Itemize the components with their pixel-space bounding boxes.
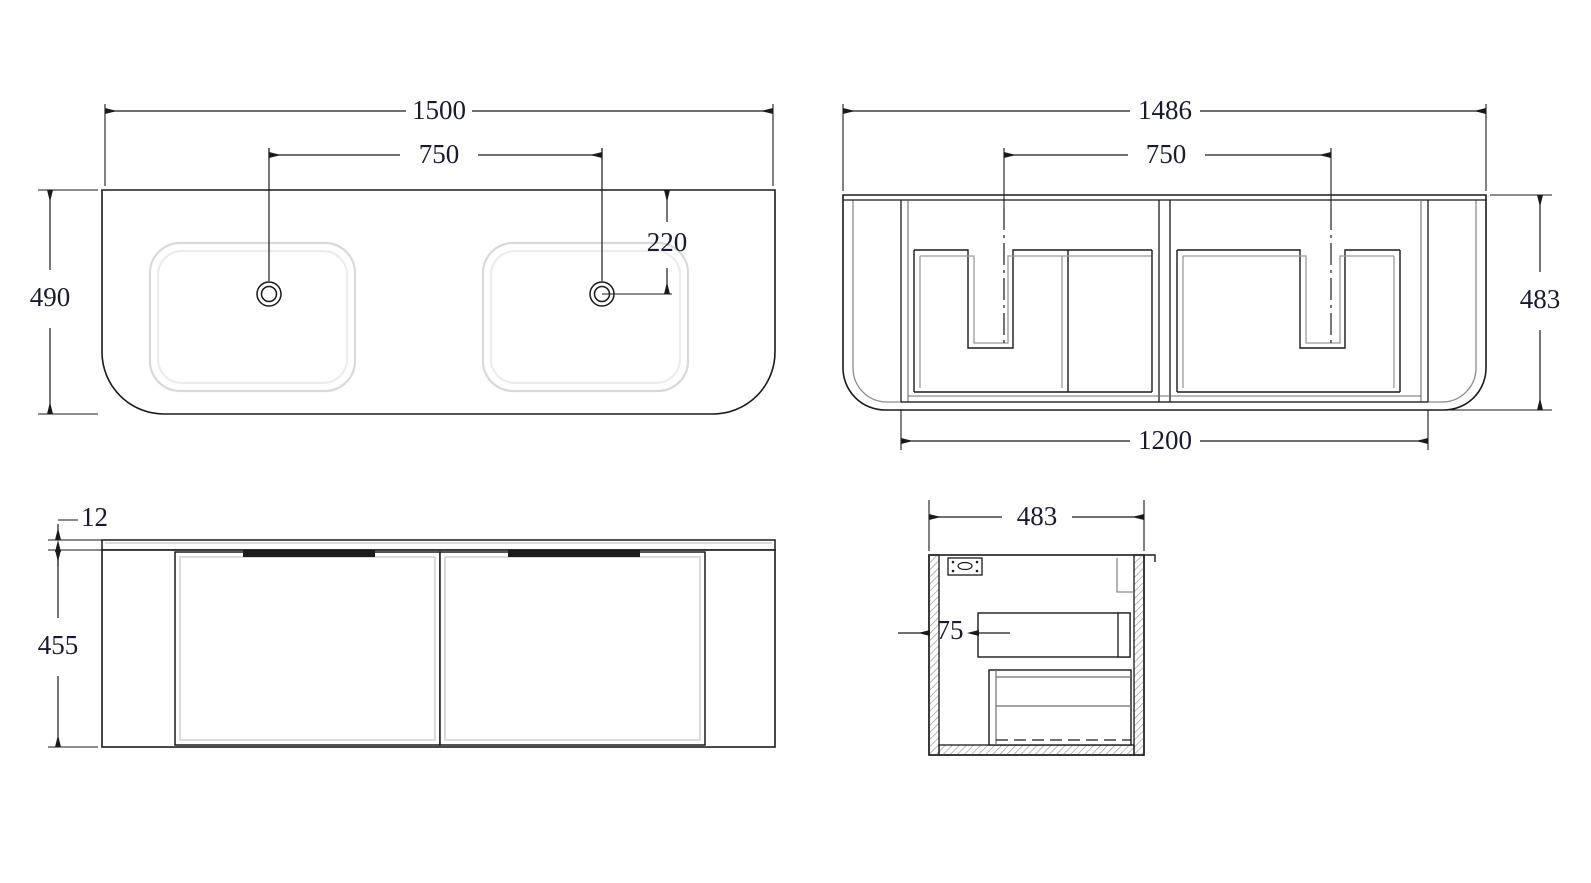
view-side-section: 483 75 [898,500,1156,756]
dim-label-1486: 1486 [1138,95,1192,125]
dim-label-75: 75 [937,615,964,645]
front-drawer-right [439,550,706,746]
dim-label-1200: 1200 [1138,425,1192,455]
dim-label-750-top: 750 [1146,139,1187,169]
drawer-box-left [913,249,1153,393]
side-drawer-upper [977,612,1131,658]
dim-label-1500: 1500 [412,95,466,125]
dim-plan-drain-from-back: 220 [602,190,688,295]
dim-label-490: 490 [30,282,71,312]
view-cabinet-top: 1486 750 483 1200 [842,95,1561,455]
view-plan-basin: 1500 750 490 220 [30,95,776,415]
cabinet-top-inner-frame [900,200,1429,403]
dim-side-drawer-inset: 75 [898,615,1010,645]
drawer-handle-right [508,550,640,557]
cabinet-top-outline [842,194,1487,411]
dim-label-455: 455 [38,630,79,660]
dim-label-483-top: 483 [1520,284,1561,314]
front-countertop [101,539,776,551]
side-panel-bottom-hatch [938,744,1135,756]
view-front-elevation: 12 455 [38,502,776,748]
wall-bracket-icon [947,557,983,576]
plan-basin-right [481,241,690,393]
dim-plan-overall-width: 1500 [104,95,774,186]
dim-cabinet-drawer-spacing: 750 [1003,139,1332,208]
front-drawer-left [174,550,441,746]
side-drawer-lower [988,669,1132,746]
drain-hole-left-icon [256,281,282,307]
cabinet-top-centre-lines [1003,208,1332,345]
dim-plan-basin-spacing: 750 [268,139,603,169]
drawer-box-right [1176,249,1401,393]
drawer-handle-left [243,550,375,557]
dim-plan-depth: 490 [30,189,98,415]
dim-label-220: 220 [647,227,688,257]
dim-label-483-side: 483 [1017,501,1058,531]
side-panel-left-hatch [928,554,940,756]
dim-label-12: 12 [81,502,108,532]
plan-basin-outline [101,189,776,415]
dim-cabinet-overall-width: 1486 [842,95,1487,191]
dim-cabinet-inner-width: 1200 [900,410,1429,455]
dim-cabinet-depth: 483 [1450,194,1561,411]
dim-label-750-plan: 750 [419,139,460,169]
dim-side-depth: 483 [928,500,1145,551]
dim-front-cabinet-height: 455 [38,549,98,748]
side-panel-right-hatch [1133,554,1145,756]
plan-basin-left [148,241,357,393]
